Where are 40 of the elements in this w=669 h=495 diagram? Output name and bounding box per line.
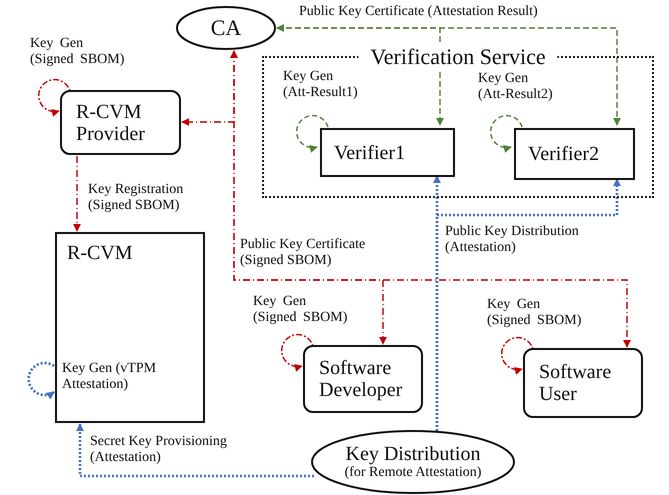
process-box — [55, 232, 205, 423]
edge-label: Key Gen (vTPM Attestation) — [62, 361, 158, 394]
node-label: R-CVM Provider — [76, 100, 146, 144]
edge-label: Public Key Distribution (Attestation) — [445, 224, 580, 256]
loop-arrow — [501, 336, 534, 374]
process-box — [514, 128, 635, 180]
process-box — [60, 90, 181, 155]
node-label: Verifier1 — [334, 142, 406, 164]
edge-label: Key Gen (Signed SBOM) — [30, 36, 126, 68]
edge-label: Secret Key Provisioning (Attestation) — [90, 434, 228, 466]
loop-arrow — [27, 362, 55, 400]
edge-label: Key Gen (Att-Result2) — [478, 71, 554, 104]
node-label: Key Distribution — [346, 443, 480, 466]
node-label: R-CVM — [67, 242, 133, 264]
edge-label: Key Gen (Signed SBOM) — [253, 294, 348, 326]
node-label: Software User — [539, 361, 612, 405]
loop-arrow — [281, 334, 314, 372]
edge-label: Key Registration (Signed SBOM) — [88, 182, 184, 214]
node-label: CA — [210, 16, 242, 40]
edge-label: Public Key Certificate (Attestation Result) — [299, 4, 538, 20]
arrow — [436, 178, 621, 431]
node-sublabel: (for Remote Attestation) — [344, 465, 482, 481]
arrow — [76, 423, 314, 478]
node-label: Software Developer — [319, 357, 404, 401]
process-box — [523, 348, 643, 418]
ellipse-node — [176, 6, 276, 50]
edge-label: Public Key Certificate (Signed SBOM) — [240, 237, 366, 270]
loop-arrow — [490, 114, 523, 152]
process-box — [320, 128, 455, 177]
process-box — [303, 345, 423, 413]
arrow — [230, 50, 631, 348]
group-title: Verification Service — [358, 44, 558, 70]
edge-label: Key Gen (Att-Result1) — [283, 69, 359, 102]
arrow — [73, 156, 81, 232]
node-label: Verifier2 — [528, 143, 600, 165]
loop-arrow — [296, 114, 329, 152]
edge-label: Key Gen (Signed SBOM) — [487, 297, 582, 330]
arrow — [276, 24, 621, 126]
ellipse-node — [311, 430, 515, 494]
loop-arrow — [38, 78, 71, 116]
